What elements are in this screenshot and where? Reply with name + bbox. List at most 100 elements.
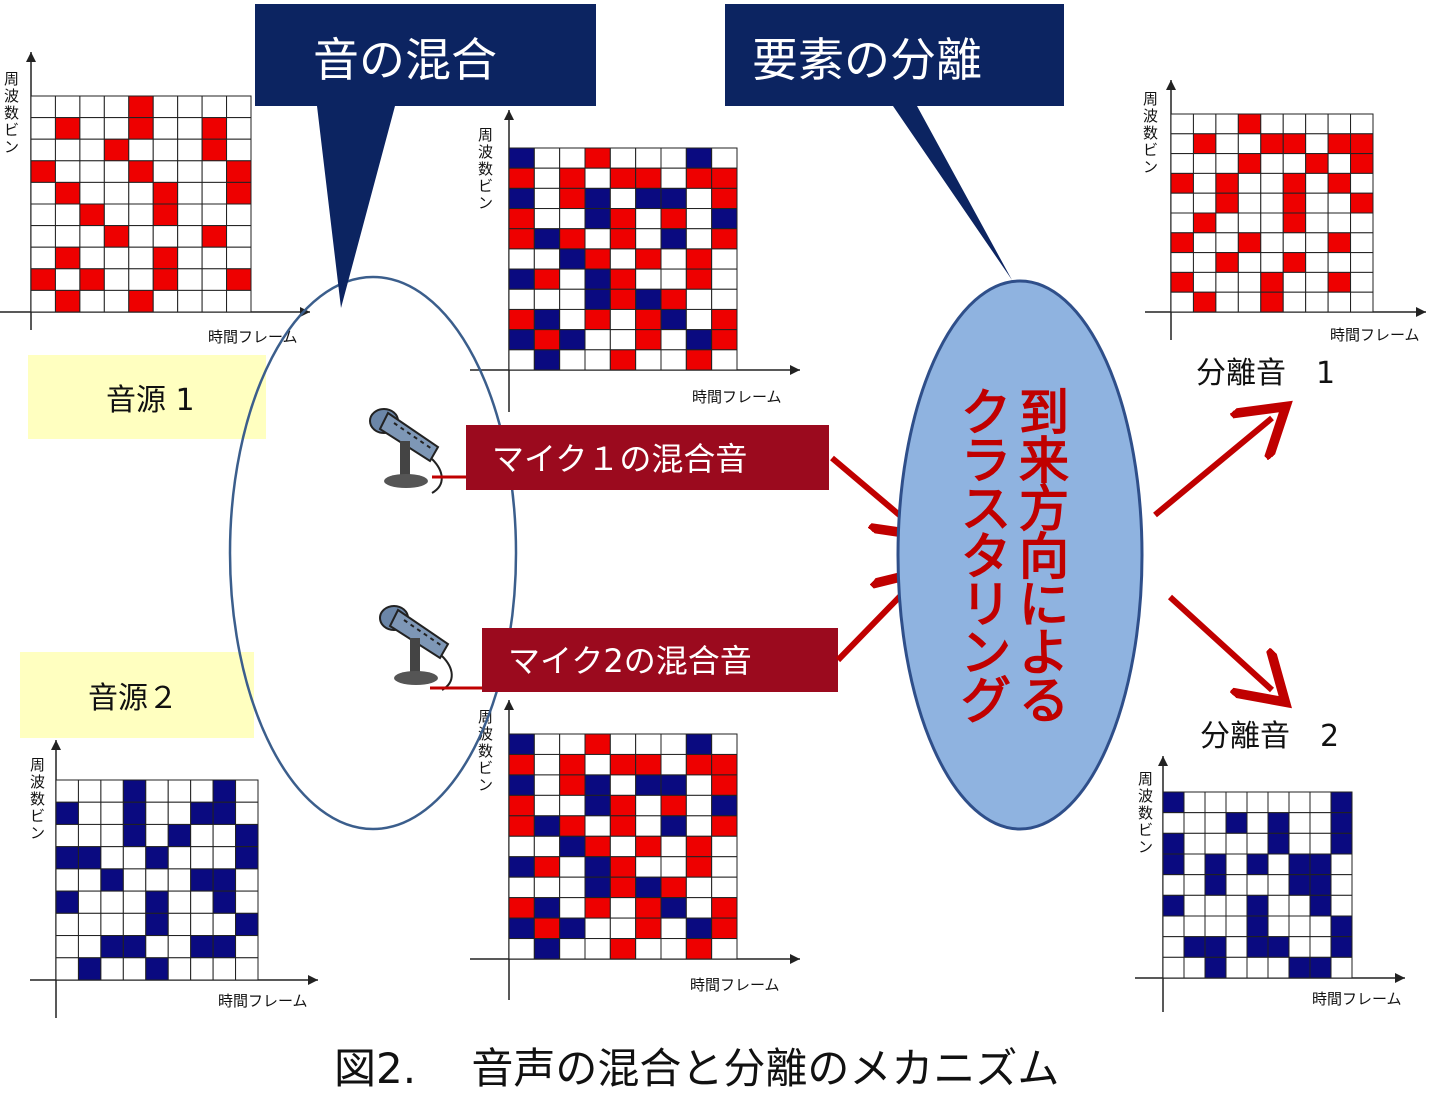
grid-cell-empty	[1170, 113, 1194, 135]
grid-cell-empty	[30, 95, 56, 119]
cluster-text-char: リ	[961, 576, 1011, 634]
grid-cell-blue	[584, 288, 611, 310]
grid-cell-empty	[122, 890, 147, 914]
grid-cell-blue	[55, 846, 79, 870]
grid-cell-empty	[1215, 212, 1239, 234]
grid-cell-empty	[1183, 791, 1206, 814]
grid-cell-red	[584, 248, 611, 270]
grid-cell-red	[226, 181, 252, 205]
grid-cell-blue	[1162, 853, 1185, 876]
grid-cell-empty	[533, 167, 561, 189]
grid-cell-empty	[1225, 874, 1248, 896]
grid-cell-empty	[559, 876, 586, 899]
grid-cell-empty	[508, 288, 535, 310]
y-axis-arrowhead	[504, 700, 514, 710]
grid-cell-empty	[100, 890, 124, 914]
grid-cell-blue	[1330, 812, 1353, 834]
grid-cell-blue	[584, 774, 611, 796]
grid-cell-empty	[584, 228, 611, 250]
grid-cell-empty	[1225, 853, 1248, 876]
grid-cell-red	[559, 753, 586, 776]
grid-cell-empty	[1288, 936, 1311, 958]
grid-cell-red	[1170, 271, 1194, 293]
grid-cell-red	[508, 308, 535, 331]
grid-cell-blue	[508, 733, 535, 755]
grid-cell-empty	[1237, 133, 1262, 155]
grid-cell-blue	[235, 823, 259, 848]
grid-cell-empty	[122, 846, 147, 870]
grid-cell-red	[609, 208, 637, 230]
y-axis-label-char: 波	[1143, 107, 1158, 125]
grid-cell-red	[54, 181, 81, 205]
grid-cell-empty	[711, 248, 738, 270]
grid-cell-red	[201, 138, 228, 162]
grid-cell-empty	[167, 890, 192, 914]
grid-cell-empty	[128, 181, 154, 205]
grid-cell-empty	[167, 846, 192, 870]
grid-cell-empty	[1225, 956, 1248, 979]
grid-cell-blue	[122, 823, 147, 848]
grid-cell-empty	[1225, 936, 1248, 958]
grid-cell-blue	[122, 779, 147, 803]
grid-cell-blue	[1330, 936, 1353, 958]
grid-cell-empty	[235, 801, 259, 825]
grid-cell-blue	[711, 208, 738, 230]
grid-cell-empty	[635, 349, 662, 371]
y-axis-label-char: ビ	[478, 177, 493, 195]
grid-cell-red	[152, 181, 179, 205]
grid-cell-empty	[190, 779, 214, 803]
grid-cell-empty	[660, 167, 687, 189]
grid-cell-red	[685, 938, 713, 960]
x-axis-label: 時間フレーム	[208, 328, 298, 346]
grid-cell-empty	[177, 181, 203, 205]
grid-cell-red	[559, 815, 586, 837]
grid-cell-blue	[145, 890, 169, 914]
grid-cell-empty	[533, 835, 561, 858]
grid-cell-red	[660, 208, 687, 230]
grid-cell-red	[152, 268, 179, 291]
grid-cell-empty	[1267, 915, 1290, 938]
grid-cell-empty	[55, 868, 79, 892]
grid-cell-empty	[177, 246, 203, 270]
mic2-box	[482, 628, 838, 692]
grid-cell-blue	[1288, 853, 1311, 876]
grid-cell-red	[609, 228, 637, 250]
grid-cell-empty	[685, 187, 713, 210]
grid-cell-red	[1215, 192, 1239, 214]
grid-cell-blue	[559, 835, 586, 858]
grid-cell-empty	[584, 349, 611, 371]
grid-cell-blue	[77, 846, 102, 870]
grid-cell-empty	[1215, 133, 1239, 155]
grid-cell-empty	[660, 753, 687, 776]
grid-cell-blue	[122, 935, 147, 959]
grid-cell-empty	[103, 95, 130, 119]
grid-cell-empty	[609, 897, 637, 919]
grid-cell-blue	[1330, 832, 1353, 855]
grid-cell-empty	[660, 268, 687, 290]
grid-cell-blue	[1183, 936, 1206, 958]
grid-cell-empty	[1225, 894, 1248, 917]
grid-cell-empty	[201, 268, 228, 291]
grid-cell-empty	[559, 897, 586, 919]
grid-cell-empty	[1215, 271, 1239, 293]
grid-cell-empty	[1183, 812, 1206, 834]
grid-cell-blue	[55, 890, 79, 914]
grid-cell-empty	[212, 846, 237, 870]
grid-cell-empty	[212, 957, 237, 981]
grid-cell-blue	[212, 779, 237, 803]
grid-cell-empty	[1237, 212, 1262, 234]
grid-cell-empty	[1246, 874, 1269, 896]
grid-cell-red	[508, 167, 535, 189]
grid-cell-empty	[190, 823, 214, 848]
y-axis-label-char: ン	[4, 138, 19, 156]
microphone-icon-1	[369, 408, 443, 494]
grid-cell-red	[30, 268, 56, 291]
microphone-icon-2	[379, 605, 453, 691]
grid-cell-empty	[77, 890, 102, 914]
grid-cell-empty	[1330, 956, 1353, 979]
grid-cell-empty	[55, 957, 79, 981]
grid-cell-red	[685, 248, 713, 270]
grid-cell-empty	[711, 835, 738, 858]
grid-cell-empty	[660, 733, 687, 755]
